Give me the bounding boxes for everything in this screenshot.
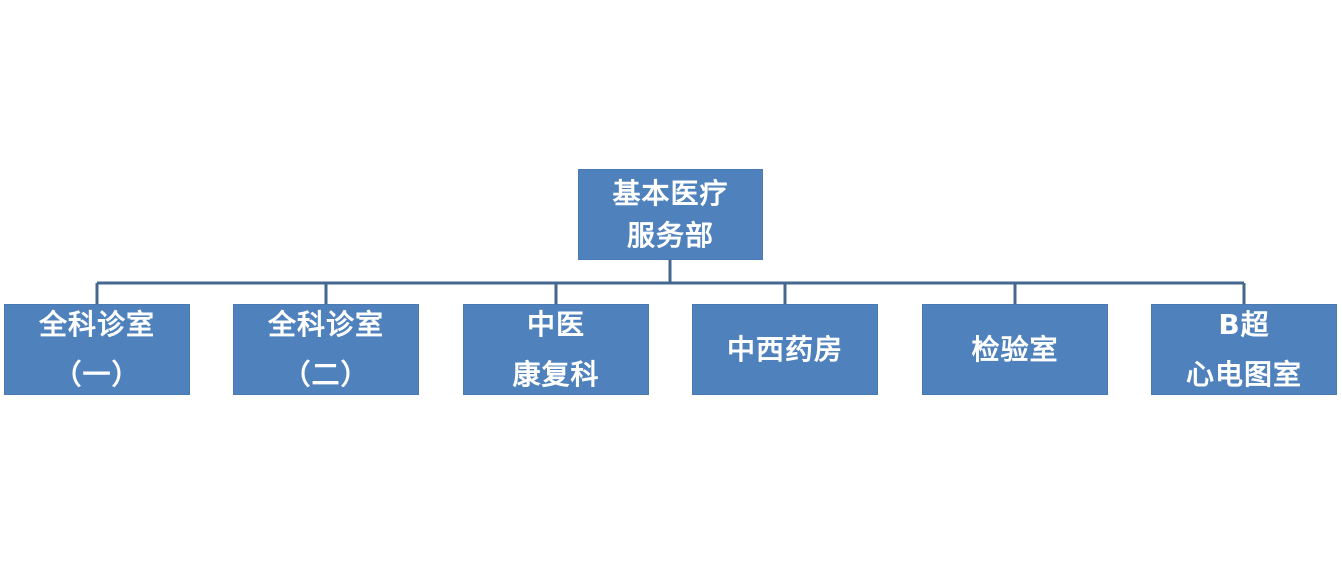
root-node-basic-medical-service-dept: 基本医疗 服务部 — [578, 169, 763, 260]
child-node-label-line-2: （一） — [53, 357, 141, 391]
child-node-ultrasound-ecg: B超 心电图室 — [1151, 304, 1337, 395]
child-node-label-line-2: 康复科 — [512, 357, 600, 391]
child-node-label-line-1: 中西药房 — [726, 332, 843, 366]
child-node-label-line-1: 检验室 — [971, 332, 1059, 366]
root-node-label-line-1: 基本医疗 — [612, 176, 729, 210]
child-node-general-clinic-2: 全科诊室 （二） — [233, 304, 419, 395]
child-node-laboratory: 检验室 — [922, 304, 1108, 395]
child-node-label-line-1: 全科诊室 — [267, 307, 384, 341]
child-node-label-line-2: 心电图室 — [1185, 357, 1302, 391]
child-node-label-line-1: 全科诊室 — [38, 307, 155, 341]
child-node-label-line-1: 中医 — [526, 307, 585, 341]
child-node-label-line-2: （二） — [282, 357, 370, 391]
child-node-pharmacy: 中西药房 — [692, 304, 878, 395]
child-node-label-line-1: B超 — [1218, 307, 1270, 341]
child-node-general-clinic-1: 全科诊室 （一） — [4, 304, 190, 395]
child-node-tcm-rehab: 中医 康复科 — [463, 304, 649, 395]
root-node-label-line-2: 服务部 — [626, 218, 714, 252]
